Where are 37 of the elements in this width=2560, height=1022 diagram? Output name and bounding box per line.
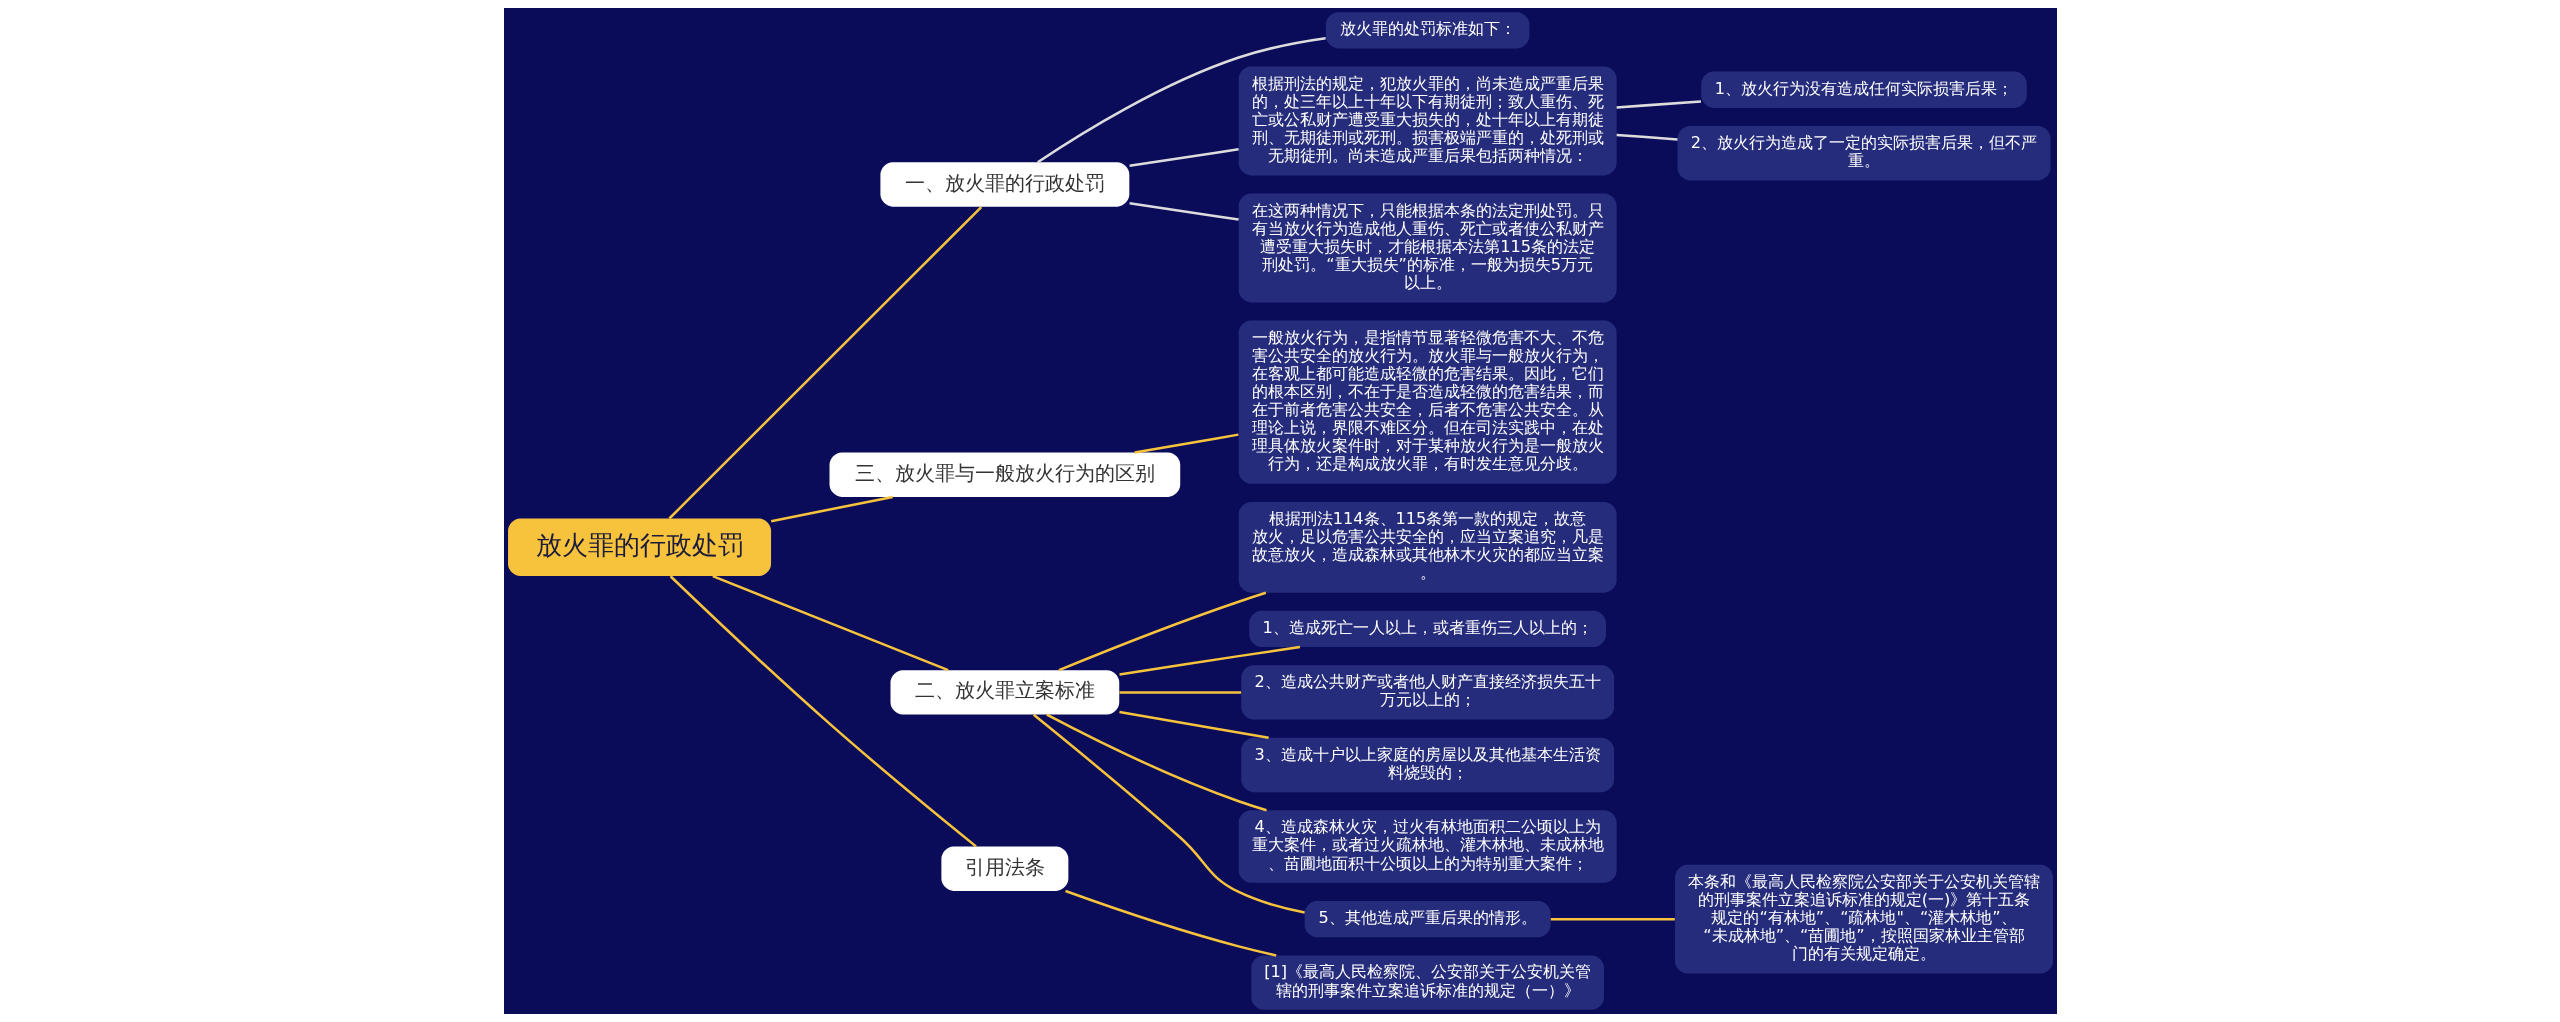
connector [1118, 710, 1269, 739]
node-box: 在这两种情况下，只能根据本条的法定刑处罚。只有当放火行为造成他人重伤、死亡或者使公私财产遭受重大损失时，才能根据本法第115条的法定刑处罚。“重大损失”的标准，一般为损失5万元以上。 [1238, 193, 1617, 303]
node-box: 1、造成死亡一人以上，或者重伤三人以上的； [1248, 610, 1606, 648]
connector [1550, 917, 1675, 921]
node-box: [1]《最高人民检察院、公安部关于公安机关管辖的刑事案件立案追诉标准的规定（一）》 [1250, 955, 1604, 1010]
node-box: 2、放火行为造成了一定的实际损害后果，但不严重。 [1677, 126, 2050, 181]
connector [1045, 713, 1267, 812]
connector [1616, 133, 1678, 141]
connector [1128, 201, 1239, 221]
connector [669, 575, 977, 848]
node-box: 二、放火罪立案标准 [890, 670, 1119, 715]
node-box: 三、放火罪与一般放火行为的区别 [829, 452, 1180, 497]
connector [770, 495, 893, 523]
node-box: 根据刑法114条、115条第一款的规定，故意放火，足以危害公共安全的，应当立案追究，凡是故意放火，造成森林或其他林木火灾的都应当立案。 [1238, 501, 1617, 593]
connector [1064, 889, 1276, 957]
connector [1616, 100, 1701, 109]
node-box: 放火罪的行政处罚 [507, 518, 771, 576]
connector [711, 574, 949, 672]
node-box: 本条和《最高人民检察院公安部关于公安机关管辖的刑事案件立案追诉标准的规定(一)》第十五条规定的“有林地”、“疏林地"、“灌木林地”、“未成林地”、“苗圃地”，按照国家林业主管部门的有关规定确定。 [1674, 864, 2053, 974]
connector [1128, 148, 1239, 168]
connector [667, 206, 982, 520]
connector [1058, 591, 1266, 672]
node-box: 2、造成公共财产或者他人财产直接经济损失五十万元以上的； [1240, 665, 1614, 720]
connector [1133, 433, 1239, 454]
node-box: 1、放火行为没有造成任何实际损害后果； [1700, 71, 2027, 108]
node-box: 一、放火罪的行政处罚 [879, 162, 1129, 207]
connector [1032, 713, 1305, 914]
node-box: 5、其他造成严重后果的情形。 [1304, 901, 1551, 938]
node-box: 4、造成森林火灾，过火有林地面积二公顷以上为重大案件，或者过火疏林地、灌木林地、未成林地、苗圃地面积十公顷以上的为特别重大案件； [1238, 810, 1617, 883]
node-box: 放火罪的处罚标准如下： [1325, 12, 1529, 49]
connector [1118, 645, 1300, 676]
node-box: 引用法条 [940, 846, 1068, 891]
node-box: 根据刑法的规定，犯放火罪的，尚未造成严重后果的，处三年以上十年以下有期徒刑；致人重伤、死亡或公私财产遭受重大损失的，处十年以上有期徒刑、无期徒刑或死刑。损害极端严重的，处死刑或无期徒刑。尚未造成严重后果包括两种情况： [1238, 66, 1617, 176]
connector [1118, 691, 1241, 694]
node-box: 3、造成十户以上家庭的房屋以及其他基本生活资料烧毁的； [1240, 737, 1614, 793]
node-box: 一般放火行为，是指情节显著轻微危害不大、不危害公共安全的放火行为。放火罪与一般放火行为，在客观上都可能造成轻微的危害结果。因此，它们的根本区别，不在于是否造成轻微的危害结果，而在于前者危害公共安全，后者不危害公共安全。从理论上说，界限不难区分。但在司法实践中，在处理具体放火案件时，对于某种放火行为是一般放火行为，还是构成放火罪，有时发生意见分歧。 [1238, 320, 1617, 484]
connector [1036, 36, 1326, 164]
